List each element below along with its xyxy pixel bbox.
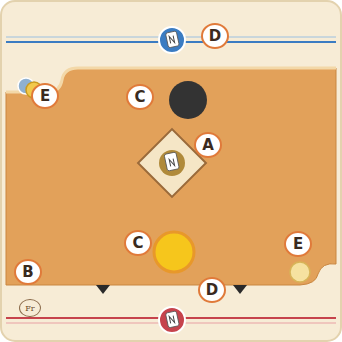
callout-letter: D xyxy=(198,277,226,303)
callout-letter: E xyxy=(31,83,59,109)
callout-letter: C xyxy=(124,230,152,256)
callout-letter: D xyxy=(201,23,229,49)
marker-triangle xyxy=(233,285,247,294)
card-icon xyxy=(159,27,185,53)
region-code: Fr xyxy=(19,299,41,317)
callout-letter: A xyxy=(194,132,222,158)
callout-letter: C xyxy=(126,84,154,110)
callout-letter: E xyxy=(284,231,312,257)
coin-icon xyxy=(290,262,310,282)
black-space xyxy=(169,81,207,119)
orange-region xyxy=(6,68,336,285)
yellow-space xyxy=(154,232,194,272)
callout-letter: B xyxy=(14,259,42,285)
marker-triangle xyxy=(96,285,110,294)
card-icon xyxy=(159,307,185,333)
